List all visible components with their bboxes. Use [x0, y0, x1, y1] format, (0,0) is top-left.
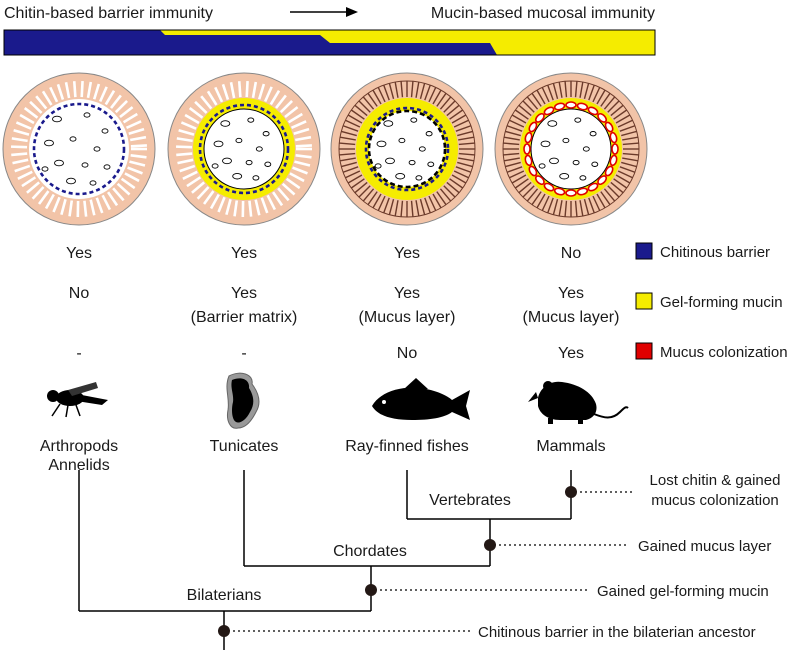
header-right-label: Mucin-based mucosal immunity [431, 5, 655, 22]
lumen-contents [41, 112, 111, 186]
cell-chitin-fish: Yes [394, 245, 420, 262]
fish-icon [372, 378, 470, 420]
chitin-barrier [198, 103, 290, 195]
event-label-mammals-line2: mucus colonization [651, 492, 779, 509]
taxon-label-annelid: Arthropods [40, 438, 118, 455]
lumen [369, 111, 445, 187]
cell-mucin-annelid: No [69, 285, 90, 302]
brush-border [503, 81, 639, 217]
cell-mucin-tunicate: Yes [231, 285, 257, 302]
event-dot-chordates [365, 584, 377, 596]
mouse-icon [528, 381, 629, 424]
cell-colonization-mammal: Yes [558, 345, 584, 362]
right-arrow-icon [290, 7, 358, 17]
event-dot-bilaterians [218, 625, 230, 637]
lumen [29, 99, 129, 199]
clade-label-chordates: Chordates [333, 543, 407, 560]
event-label-mammals-line1: Lost chitin & gained [650, 472, 781, 489]
event-label-chordates: Gained gel-forming mucin [597, 583, 769, 600]
lumen-contents [374, 117, 435, 181]
taxon-label-mammal: Mammals [536, 438, 605, 455]
cross-section-annelid [2, 72, 156, 226]
transition-bar-chitin [4, 30, 497, 55]
legend-swatch-mucin [635, 292, 653, 310]
legend-label-chitin: Chitinous barrier [660, 244, 770, 261]
legend-label-colonization: Mucus colonization [660, 344, 788, 361]
fly-icon [47, 382, 108, 418]
cell-mucin-mammal: Yes [558, 285, 584, 302]
legend-swatch-chitin [635, 242, 653, 260]
event-dot-mammals [565, 486, 577, 498]
brush-border [339, 81, 475, 217]
cell-mucin-detail-fish: (Mucus layer) [359, 309, 456, 326]
cell-chitin-tunicate: Yes [231, 245, 257, 262]
mucus-colonization [523, 101, 619, 197]
event-dot-vertebrates [484, 539, 496, 551]
clade-label-vertebrates: Vertebrates [429, 492, 511, 509]
brush-border [175, 81, 312, 218]
cross-section-tunicate [167, 72, 321, 226]
event-label-vertebrates: Gained mucus layer [638, 538, 771, 555]
transition-bar [3, 29, 656, 56]
chitin-barrier [364, 106, 450, 192]
lumen-contents [211, 117, 272, 181]
tunicate-icon [226, 372, 260, 429]
lumen [204, 109, 284, 189]
cross-section-fish [330, 72, 484, 226]
cell-colonization-annelid: - [76, 345, 81, 362]
legend-swatch-colonization [635, 342, 653, 360]
cell-colonization-fish: No [397, 345, 418, 362]
brush-border [10, 81, 147, 218]
cell-mucin-fish: Yes [394, 285, 420, 302]
legend-label-mucin: Gel-forming mucin [660, 294, 783, 311]
event-label-bilaterians: Chitinous barrier in the bilaterian ance… [478, 624, 756, 641]
legend: Chitinous barrier Gel-forming mucin Mucu… [635, 242, 788, 361]
cell-chitin-mammal: No [561, 245, 582, 262]
phylogenetic-tree [78, 470, 572, 650]
cell-chitin-annelid: Yes [66, 245, 92, 262]
lumen [531, 109, 611, 189]
cross-section-mammal [494, 72, 648, 226]
taxon-label-tunicate: Tunicates [210, 438, 279, 455]
cell-colonization-tunicate: - [241, 345, 246, 362]
header-left-label: Chitin-based barrier immunity [4, 5, 213, 22]
cell-mucin-detail-mammal: (Mucus layer) [523, 309, 620, 326]
clade-label-bilaterians: Bilaterians [187, 587, 262, 604]
event-markers [218, 486, 632, 637]
lumen-contents [538, 117, 599, 181]
taxon-label-fish: Ray-finned fishes [345, 438, 469, 455]
chitin-barrier [32, 102, 126, 196]
taxon-label-annelid-line2: Annelids [48, 457, 109, 474]
cross-sections [2, 72, 648, 226]
cell-mucin-detail-tunicate: (Barrier matrix) [191, 309, 298, 326]
